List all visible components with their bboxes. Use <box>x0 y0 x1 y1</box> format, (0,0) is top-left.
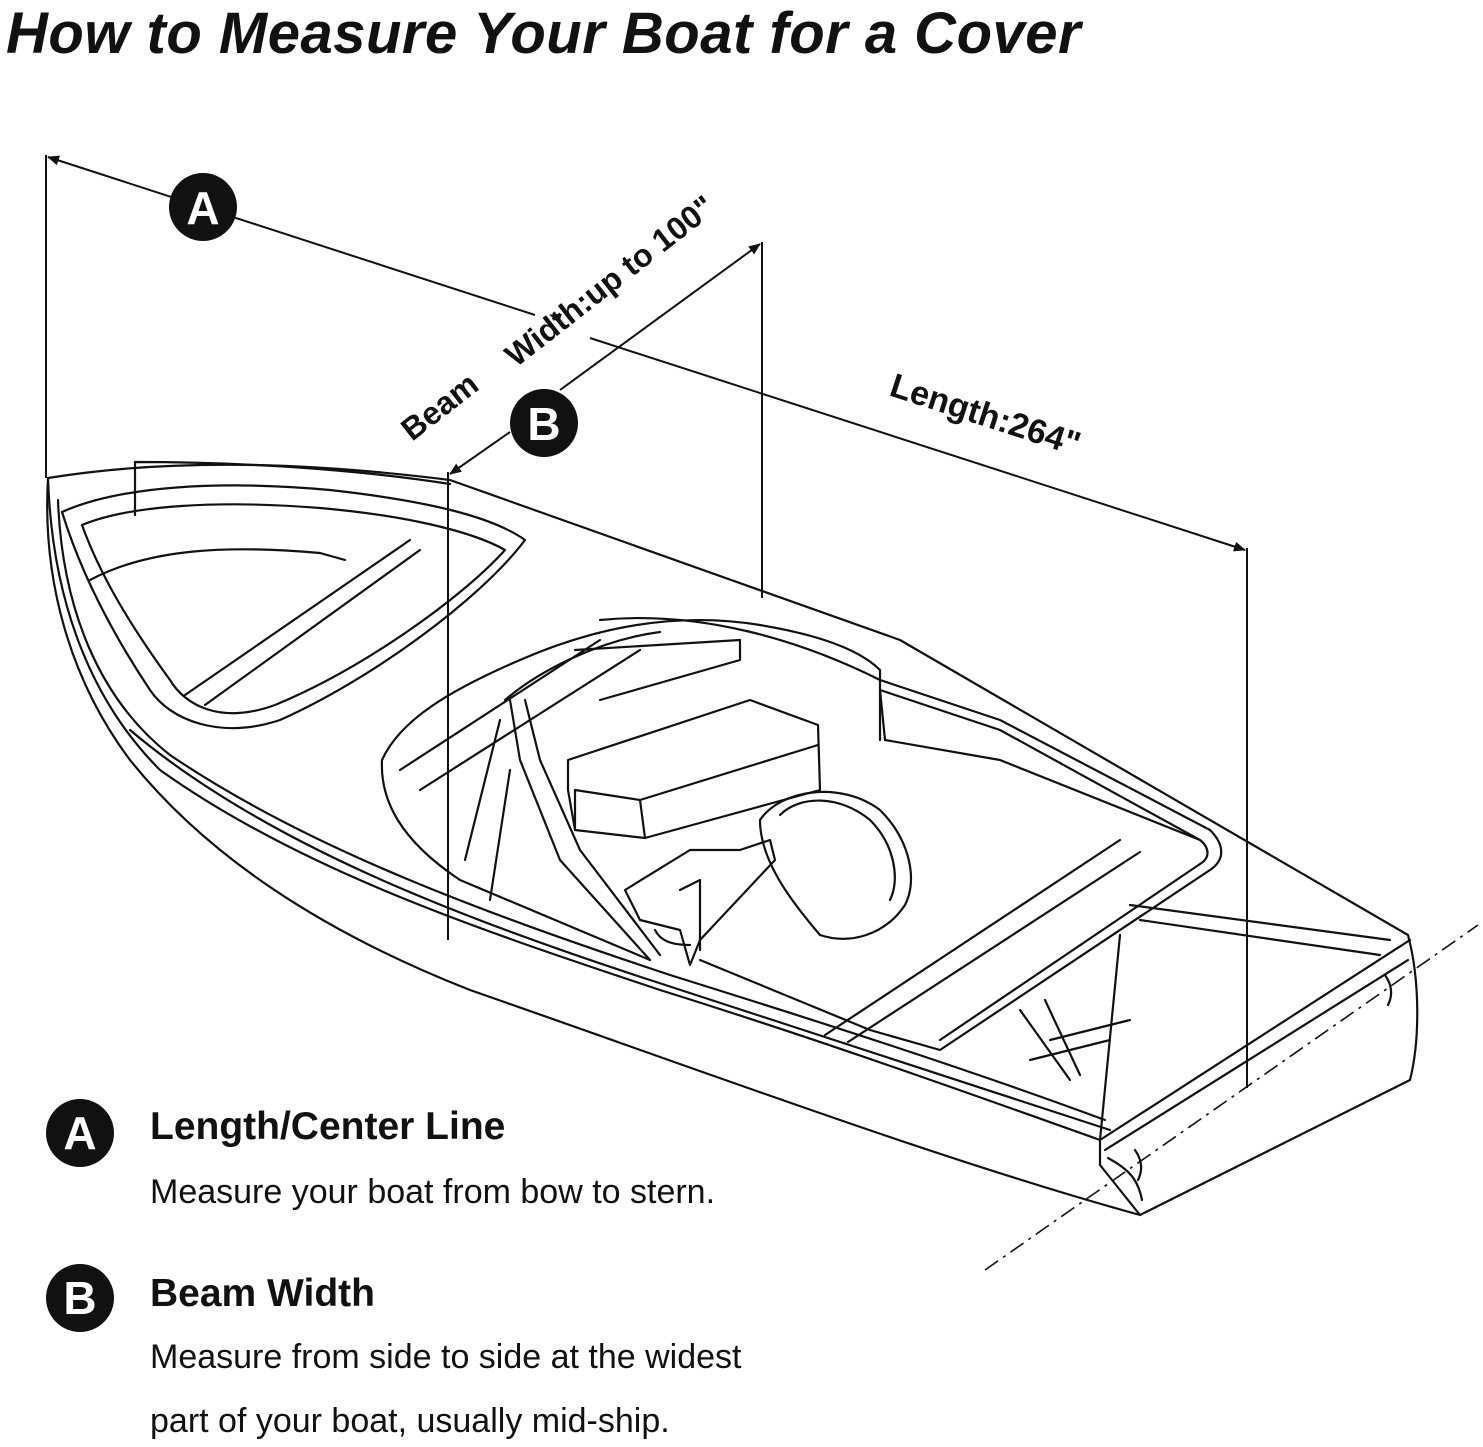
bow-cockpit-inner <box>80 503 507 715</box>
transom <box>1098 938 1412 1217</box>
deck-edge-inner <box>56 498 1107 1122</box>
engine-box <box>823 838 1142 1044</box>
measurement-lines <box>45 155 1479 1271</box>
deck-edge <box>46 476 1102 1142</box>
length-label: Length:264" <box>886 366 1086 463</box>
marker-a: A <box>169 173 237 241</box>
side-seat <box>878 688 1202 842</box>
beam-label-value: Width:up to 100" <box>498 188 721 373</box>
aft-deck <box>1018 903 1392 1142</box>
rear-bench <box>758 790 913 940</box>
length-arrow-right <box>589 337 1246 552</box>
beam-arrow-down <box>449 431 511 475</box>
windshield-strut <box>463 718 512 902</box>
page-title: How to Measure Your Boat for a Cover <box>6 1 1082 66</box>
console-top <box>573 638 742 702</box>
stern-tick-2 <box>1133 1148 1143 1182</box>
bow-deck-line <box>133 460 452 517</box>
bow-seat-left <box>88 548 347 582</box>
bow-seat-right <box>183 538 422 707</box>
marker-b: B <box>510 389 578 457</box>
seat-back <box>566 698 822 840</box>
boat-drawing <box>46 460 1419 1217</box>
rub-rail <box>128 728 1112 1132</box>
length-arrow-left <box>47 155 536 316</box>
rear-bench-inner <box>778 799 896 902</box>
passenger-seat <box>623 838 777 967</box>
console-left <box>508 698 662 962</box>
legend-description-length: Measure your boat from bow to stern. <box>150 1173 716 1211</box>
legend-badge-a: A <box>46 1099 114 1167</box>
passenger-seat-edge <box>653 878 702 952</box>
length-dimension-line-1 <box>549 313 563 324</box>
aft-deck-slats <box>1028 1018 1132 1062</box>
seat-back-edge <box>573 743 820 840</box>
aft-cockpit-rim <box>598 617 1223 1052</box>
legend-heading-beam: Beam Width <box>150 1272 375 1315</box>
beam-label-word: Beam <box>394 365 485 447</box>
stern-tick <box>1383 973 1393 1007</box>
hull-outline <box>46 463 1419 1217</box>
legend-description-beam-line1: Measure from side to side at the widest <box>150 1338 742 1376</box>
legend-badge-b: B <box>46 1264 114 1332</box>
beam-arrow-up <box>559 243 761 391</box>
windshield-frame <box>380 618 882 962</box>
legend-description-beam-line2: part of your boat, usually mid-ship. <box>150 1402 670 1440</box>
marker-a-label: A <box>186 182 219 234</box>
legend-heading-length: Length/Center Line <box>150 1105 506 1148</box>
stern-step <box>1106 1156 1144 1202</box>
marker-b-label: B <box>527 398 560 450</box>
center-line <box>984 924 1479 1271</box>
